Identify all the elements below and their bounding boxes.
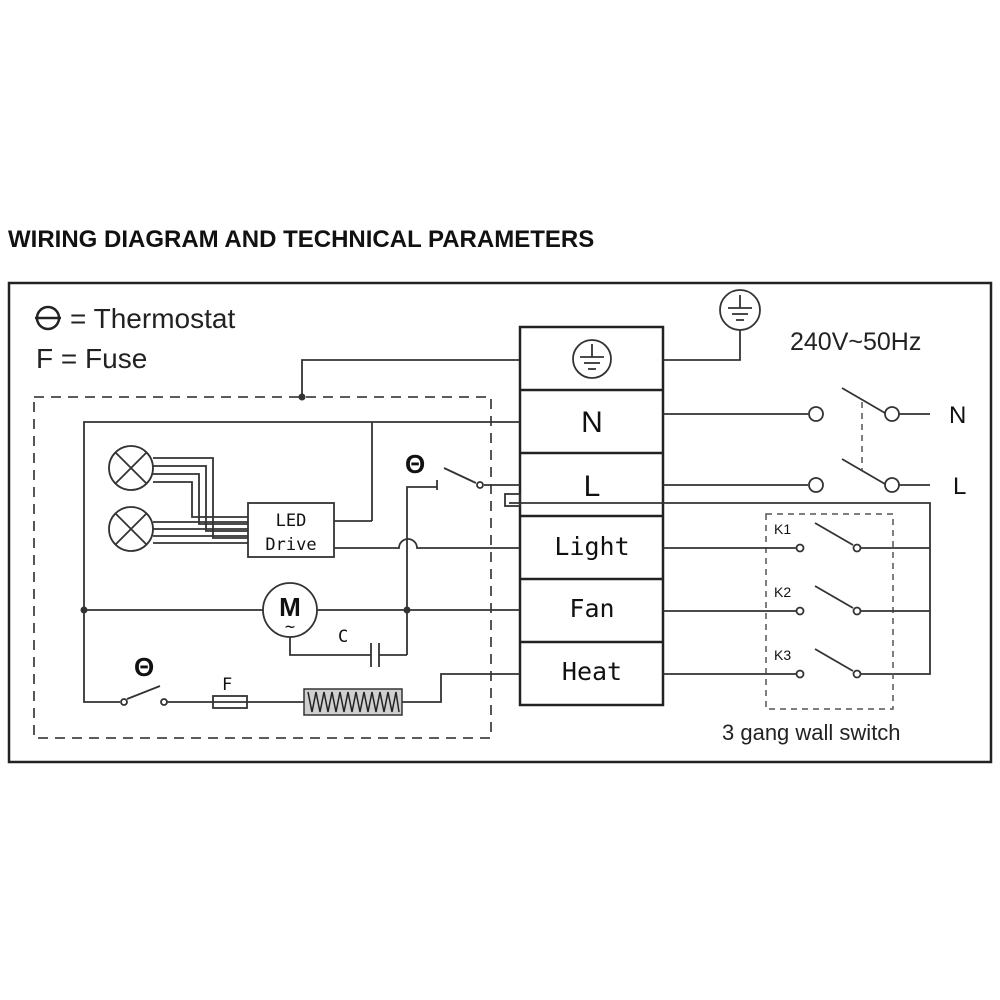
legend-thermostat: = Thermostat [70, 303, 235, 334]
thermostat-symbol-2: Θ [134, 652, 154, 682]
motor-label: M [279, 592, 301, 622]
earth-wire [301, 359, 520, 397]
diagram-heading: WIRING DIAGRAM AND TECHNICAL PARAMETERS [8, 226, 594, 253]
thermostat-switch-upper [406, 467, 520, 655]
terminal-heat: Heat [562, 657, 622, 686]
legend-fuse: F = Fuse [36, 343, 147, 374]
capacitor-label: C [338, 627, 348, 647]
earth-ground-icon [572, 339, 612, 379]
supply-live-label: L [953, 473, 966, 500]
lamp-wiring [153, 457, 248, 544]
fuse-icon [212, 695, 248, 709]
three-gang-wall-switch: K1 K2 K3 [663, 513, 930, 710]
thermostat-symbol-1: Θ [405, 449, 425, 479]
neutral-bus [83, 421, 520, 703]
led-drive: LED Drive [247, 502, 335, 558]
live-feed-wire [509, 502, 931, 675]
terminal-l: L [584, 470, 601, 503]
terminal-fan: Fan [569, 594, 614, 623]
wall-switch-caption: 3 gang wall switch [722, 720, 901, 745]
light-wire [334, 538, 520, 549]
outer-frame [7, 281, 993, 764]
led-drive-line2: Drive [265, 535, 316, 555]
motor-wave: ~ [285, 617, 295, 637]
supply-neutral-label: N [949, 402, 966, 429]
lamp-icon [108, 445, 154, 491]
switch-k2-label: K2 [774, 584, 791, 600]
legend: = Thermostat F = Fuse [35, 303, 235, 374]
terminal-block: N L Light Fan Heat [518, 325, 665, 707]
terminal-n: N [581, 406, 603, 439]
heat-wire [402, 673, 520, 703]
capacitor-icon [289, 637, 407, 667]
switch-k3-label: K3 [774, 647, 791, 663]
supply-voltage: 240V~50Hz [790, 328, 921, 356]
supply-switch [663, 387, 930, 493]
led-drive-line1: LED [276, 511, 307, 531]
supply-earth-icon [663, 289, 761, 361]
heating-element-icon [303, 688, 403, 716]
switch-k1-label: K1 [774, 521, 791, 537]
fuse-label: F [222, 675, 232, 695]
lamp-icon [108, 506, 154, 552]
terminal-light: Light [554, 532, 629, 561]
thermostat-symbol-icon [35, 305, 61, 331]
appliance-enclosure [33, 396, 492, 739]
thermostat-switch-lower [120, 685, 213, 706]
fan-motor-icon: M ~ [262, 582, 318, 638]
